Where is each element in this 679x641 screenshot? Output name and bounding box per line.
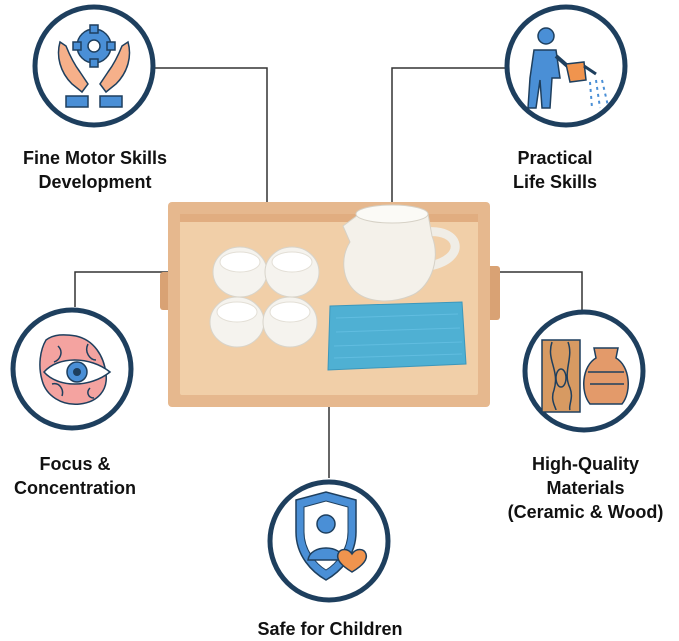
connector-fine-motor — [150, 67, 268, 205]
blue-towel — [327, 301, 467, 371]
ceramic-pitcher — [342, 204, 460, 302]
connector-materials — [490, 271, 583, 312]
wood-vase-icon — [541, 339, 629, 413]
label-line: (Ceramic & Wood) — [507, 502, 664, 522]
label-line: Development — [38, 172, 152, 192]
connector-focus — [74, 271, 168, 307]
label-line: Safe for Children — [257, 619, 403, 639]
label-line: Practical — [517, 148, 593, 168]
label-line: Life Skills — [512, 172, 598, 192]
shield-child-heart-icon — [295, 491, 368, 581]
label-materials: High-Quality Materials (Ceramic & Wood) — [492, 452, 679, 524]
feature-badge-materials — [522, 309, 646, 433]
label-focus: Focus & Concentration — [0, 452, 150, 500]
connector-practical — [391, 67, 522, 205]
label-line: Fine Motor Skills — [22, 148, 168, 168]
feature-badge-practical-life — [504, 4, 628, 128]
label-line: Materials — [546, 478, 625, 498]
hands-gear-icon — [57, 24, 131, 108]
label-line: Concentration — [13, 478, 136, 498]
label-line: High-Quality — [532, 454, 639, 474]
feature-badge-safe — [267, 479, 391, 603]
feature-badge-focus — [10, 307, 134, 431]
label-line: Focus & — [39, 454, 111, 474]
label-safe: Safe for Children — [215, 617, 445, 641]
watering-person-icon — [527, 27, 609, 109]
connector-lines — [74, 67, 583, 478]
feature-badge-fine-motor — [32, 4, 156, 128]
brain-eye-icon — [39, 334, 112, 405]
label-practical-life: Practical Life Skills — [470, 146, 640, 194]
label-fine-motor: Fine Motor Skills Development — [0, 146, 190, 194]
